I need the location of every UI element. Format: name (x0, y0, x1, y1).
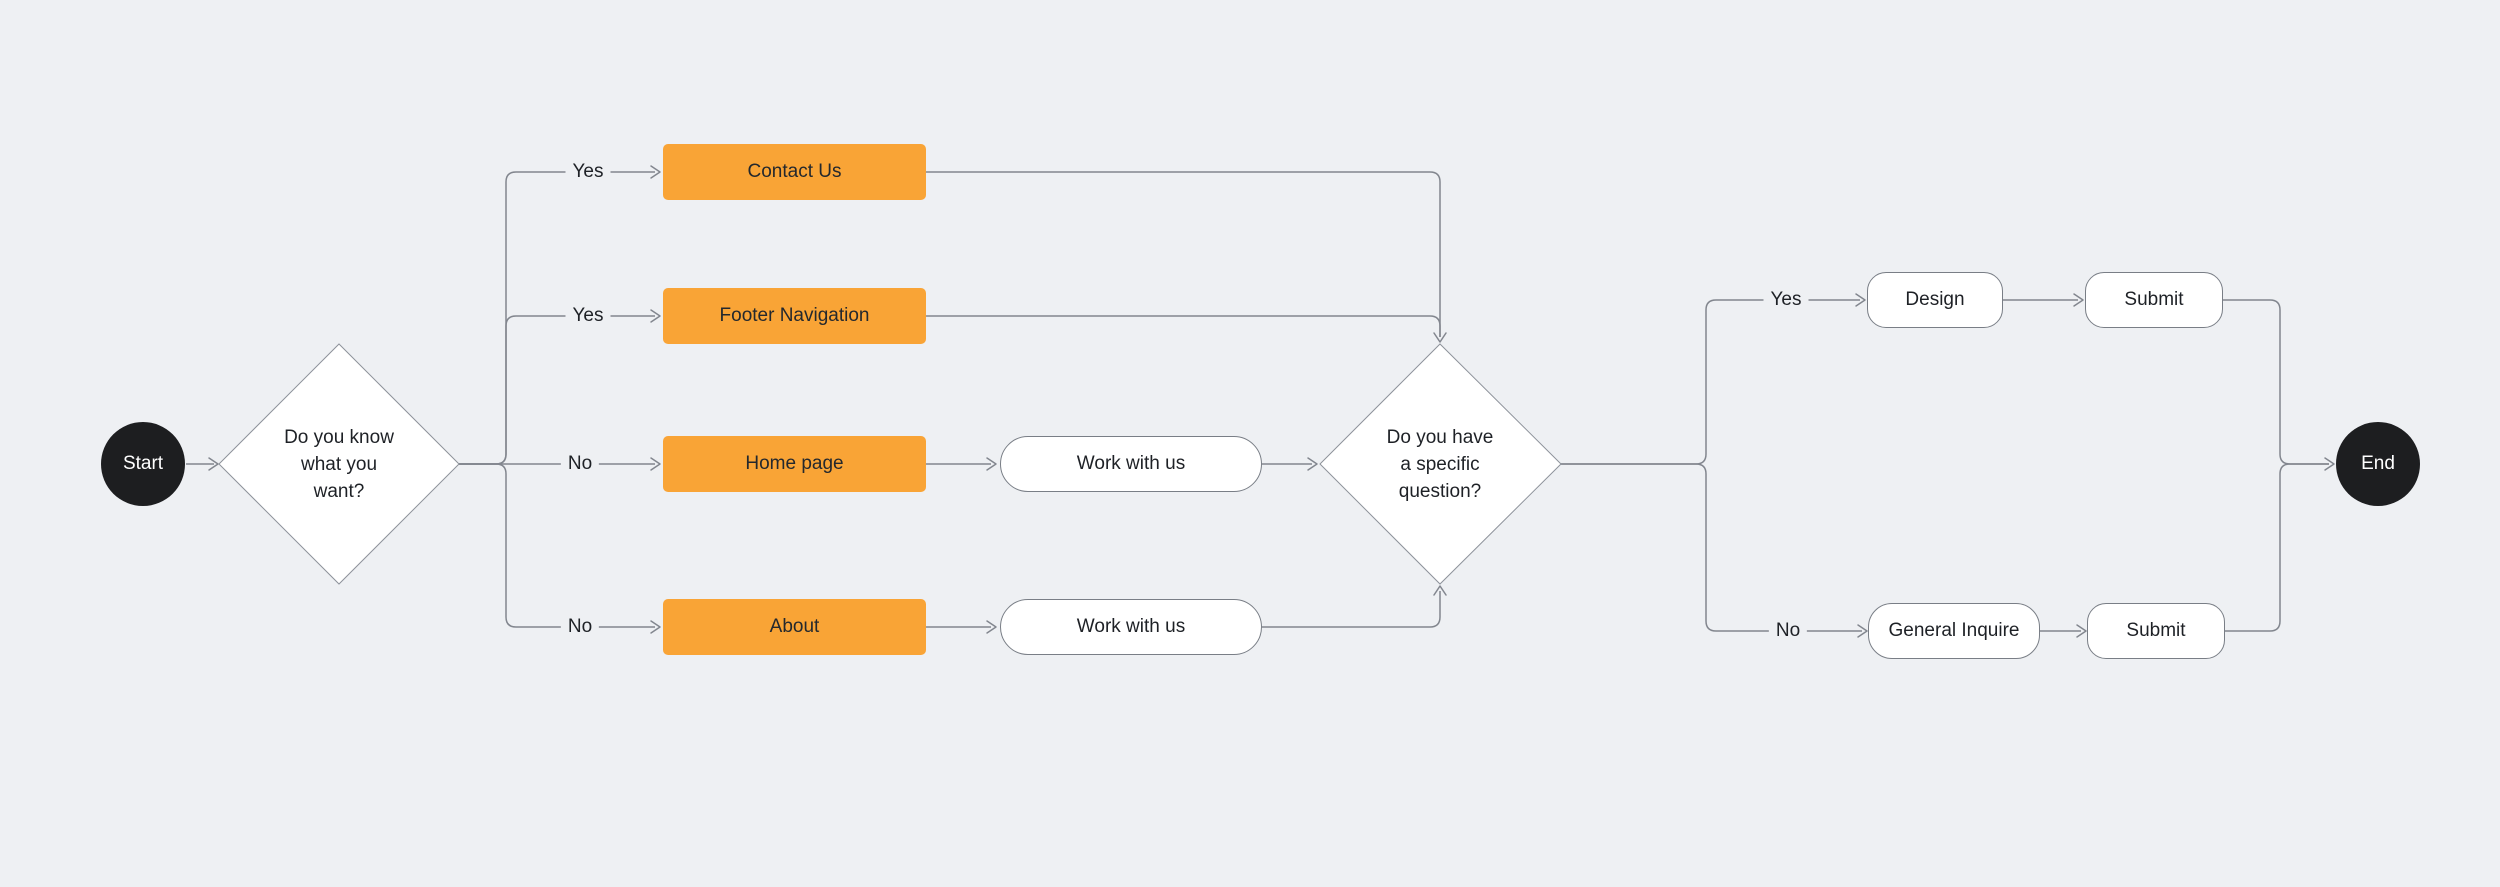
arrowhead-submit-top (2073, 293, 2084, 307)
edge-submit-top-to-end (2223, 299, 2329, 465)
arrowhead-about (650, 620, 661, 634)
decision1-line3: want? (313, 480, 365, 502)
decision2-line3: question? (1398, 480, 1482, 502)
about-label: About (769, 615, 820, 637)
edge-footer-navigation-to-decision2-top (926, 315, 1441, 337)
arrowhead-decision2-top (1433, 332, 1447, 343)
submit-bottom-label: Submit (2126, 619, 2186, 641)
arrowhead-decision2-bottom (1433, 585, 1447, 596)
edge-label-yes-design: Yes (1763, 288, 1809, 312)
decision1-text: Do you know what you want? (239, 414, 439, 514)
decision1-line1: Do you know (284, 426, 394, 448)
decision2-line2: a specific (1400, 453, 1480, 475)
decision1-line2: what you (300, 453, 378, 475)
footer-navigation-label: Footer Navigation (719, 304, 870, 326)
edge-decision1-to-contact-us (459, 171, 655, 465)
arrowhead-work-with-us-bottom (986, 620, 997, 634)
decision2-text: Do you have a specific question? (1340, 414, 1540, 514)
pill-node-work-with-us-top[interactable]: Work with us (1000, 436, 1262, 492)
arrowhead-decision2-left (1307, 457, 1318, 471)
general-inquire-label: General Inquire (1888, 619, 2020, 641)
edge-decision1-to-about (459, 463, 655, 628)
edge-decision2-to-general-inquire (1560, 463, 1862, 632)
decision-diamond-know-what-you-want[interactable] (218, 343, 460, 585)
end-node[interactable]: End (2336, 422, 2420, 506)
arrowhead-footer-navigation (650, 309, 661, 323)
start-node-label: Start (122, 452, 164, 474)
arrowhead-decision1-left (208, 457, 219, 471)
work-with-us-top-label: Work with us (1076, 452, 1186, 474)
arrowhead-work-with-us-top (986, 457, 997, 471)
submit-top-label: Submit (2124, 288, 2184, 310)
work-with-us-bottom-label: Work with us (1076, 615, 1186, 637)
pill-node-work-with-us-bottom[interactable]: Work with us (1000, 599, 1262, 655)
pill-node-submit-top[interactable]: Submit (2085, 272, 2223, 328)
edge-label-no-general-inquire: No (1768, 619, 1808, 643)
arrowhead-contact-us (650, 165, 661, 179)
decision-diamond-specific-question[interactable] (1319, 343, 1562, 585)
arrowhead-general-inquire (1857, 624, 1868, 638)
arrowhead-end (2324, 457, 2335, 471)
edge-label-yes-contact-us: Yes (565, 160, 611, 184)
design-label: Design (1905, 288, 1965, 310)
pill-node-design[interactable]: Design (1867, 272, 2003, 328)
edge-label-no-home-page: No (560, 452, 600, 476)
pill-node-general-inquire[interactable]: General Inquire (1868, 603, 2040, 659)
edge-submit-bottom-to-end (2225, 463, 2329, 632)
process-node-contact-us[interactable]: Contact Us (663, 144, 926, 200)
contact-us-label: Contact Us (747, 160, 842, 182)
arrowhead-home-page (650, 457, 661, 471)
end-node-label: End (2361, 452, 2395, 474)
arrowhead-design (1855, 293, 1866, 307)
start-node[interactable]: Start (101, 422, 185, 506)
process-node-home-page[interactable]: Home page (663, 436, 926, 492)
edge-decision1-to-footer-navigation (459, 315, 655, 465)
process-node-about[interactable]: About (663, 599, 926, 655)
edge-label-no-about: No (560, 615, 600, 639)
pill-node-submit-bottom[interactable]: Submit (2087, 603, 2225, 659)
edge-label-yes-footer-navigation: Yes (565, 304, 611, 328)
decision2-line1: Do you have (1386, 426, 1494, 448)
arrowhead-submit-bottom (2076, 624, 2087, 638)
edge-contact-us-to-decision2-top (926, 171, 1441, 337)
home-page-label: Home page (745, 452, 844, 474)
process-node-footer-navigation[interactable]: Footer Navigation (663, 288, 926, 344)
edge-decision2-to-design (1560, 299, 1860, 465)
edge-work-with-us-to-decision2-bottom (1262, 591, 1441, 628)
